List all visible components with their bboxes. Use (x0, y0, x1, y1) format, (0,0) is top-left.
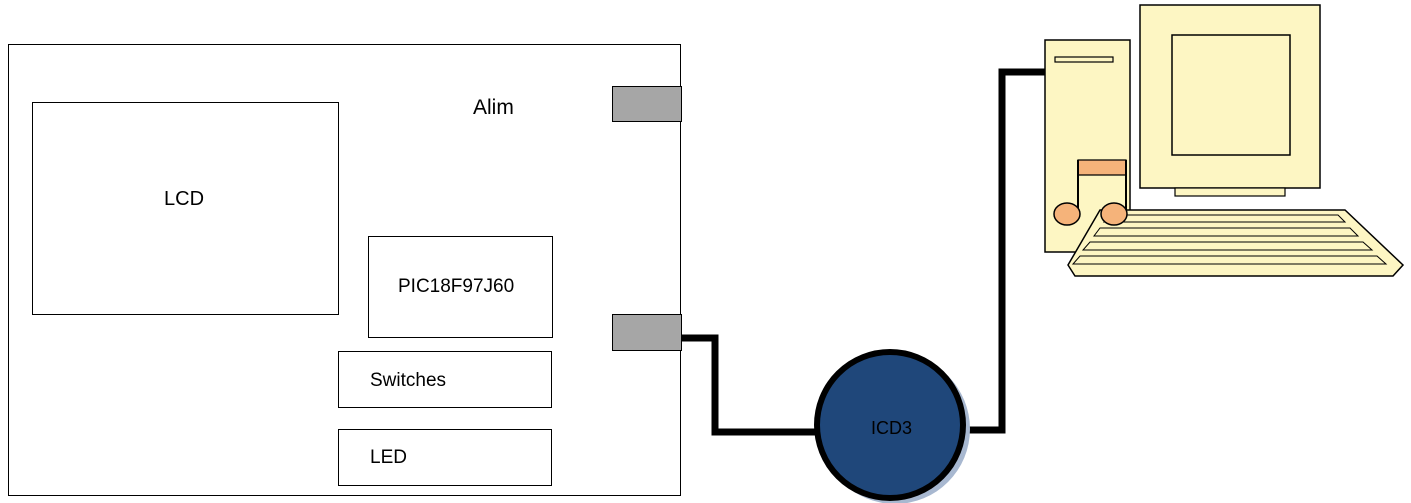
icd3-label: ICD3 (871, 418, 912, 439)
computer-icon (1045, 5, 1403, 276)
board-to-icd3-cable (682, 338, 818, 432)
icd3-to-computer-cable (968, 72, 1052, 430)
